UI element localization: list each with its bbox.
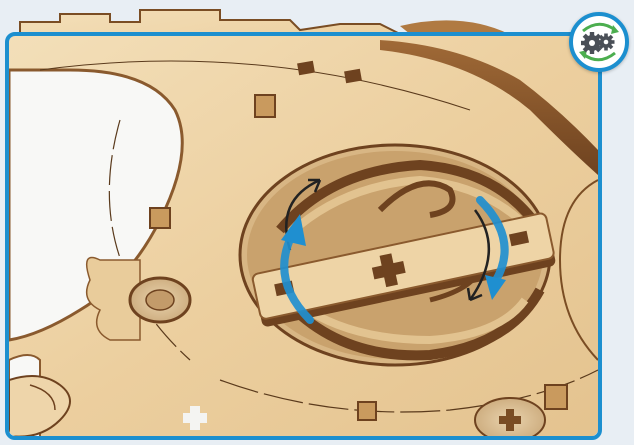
- gears-rotate-icon: [569, 12, 629, 72]
